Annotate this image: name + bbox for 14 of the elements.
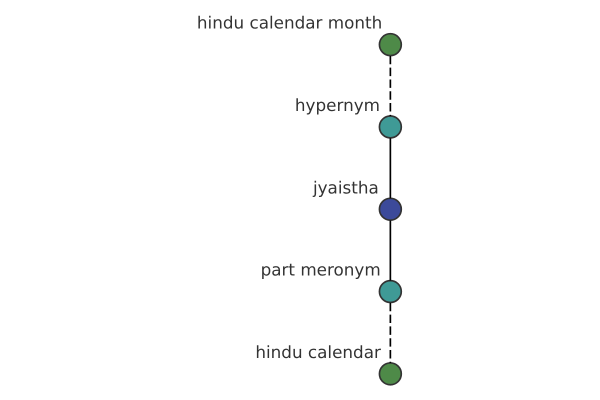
connector bbox=[389, 302, 391, 363]
node-label: hindu calendar bbox=[254, 342, 380, 362]
node-circle bbox=[378, 32, 402, 56]
node-label: hindu calendar month bbox=[196, 12, 382, 33]
node-circle bbox=[378, 197, 402, 221]
node-label: hypernym bbox=[294, 94, 380, 115]
connector bbox=[389, 56, 391, 116]
node-label: part meronym bbox=[260, 260, 380, 280]
connector bbox=[389, 220, 391, 281]
node-circle bbox=[378, 280, 402, 304]
node-label: jyaistha bbox=[312, 177, 378, 198]
node-circle bbox=[378, 115, 402, 139]
node-circle bbox=[378, 362, 402, 386]
connector bbox=[389, 138, 391, 198]
